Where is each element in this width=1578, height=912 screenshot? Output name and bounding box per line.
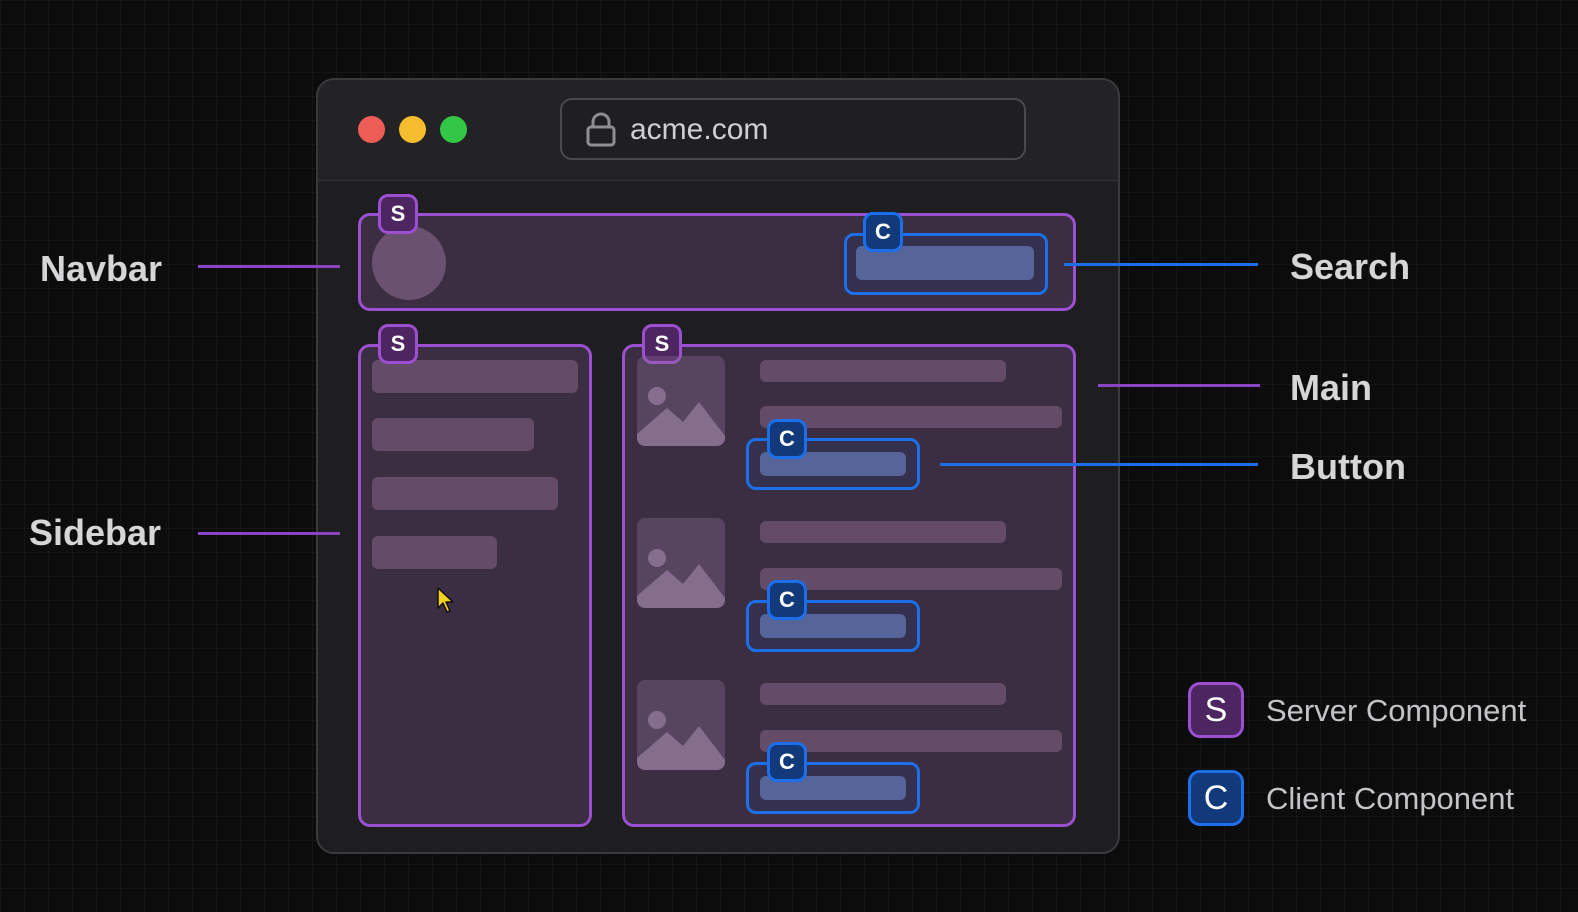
browser-window (316, 78, 1120, 854)
avatar (372, 226, 446, 300)
server-badge-sidebar: S (378, 324, 418, 364)
navbar-connector (198, 265, 340, 268)
content-text-line (760, 521, 1006, 543)
url-text: acme.com (630, 113, 769, 146)
client-badge-button: C (767, 742, 807, 782)
search-connector (1064, 263, 1258, 266)
image-placeholder-icon (637, 356, 725, 446)
content-text-line (760, 730, 1062, 752)
content-text-line (760, 360, 1006, 382)
legend-server-badge: S (1188, 682, 1244, 738)
sidebar-connector (198, 532, 340, 535)
button-connector (940, 463, 1258, 466)
client-badge-search: C (863, 212, 903, 252)
sidebar-item[interactable] (372, 418, 534, 451)
navbar-label: Navbar (40, 248, 163, 289)
sidebar-region (358, 344, 592, 827)
maximize-window-dot[interactable] (440, 116, 467, 143)
client-badge-button: C (767, 419, 807, 459)
lock-icon (586, 112, 616, 147)
sidebar-item[interactable] (372, 477, 558, 510)
image-placeholder-icon (637, 518, 725, 608)
main-connector (1098, 384, 1260, 387)
legend-client-badge: C (1188, 770, 1244, 826)
search-label: Search (1290, 246, 1411, 287)
server-badge-navbar: S (378, 194, 418, 234)
image-placeholder-icon (637, 680, 725, 770)
mouse-cursor-icon (437, 587, 454, 613)
sidebar-item[interactable] (372, 536, 497, 569)
legend-server-text: Server Component (1266, 693, 1527, 728)
client-badge-button: C (767, 580, 807, 620)
sidebar-label: Sidebar (29, 512, 162, 553)
main-label: Main (1290, 367, 1373, 408)
content-text-line (760, 683, 1006, 705)
server-badge-main: S (642, 324, 682, 364)
address-bar[interactable] (560, 98, 1026, 160)
content-text-line (760, 406, 1062, 428)
legend-client-text: Client Component (1266, 781, 1515, 816)
sidebar-item[interactable] (372, 360, 578, 393)
content-text-line (760, 568, 1062, 590)
button-label: Button (1290, 446, 1406, 487)
main-region (622, 344, 1076, 827)
minimize-window-dot[interactable] (399, 116, 426, 143)
close-window-dot[interactable] (358, 116, 385, 143)
